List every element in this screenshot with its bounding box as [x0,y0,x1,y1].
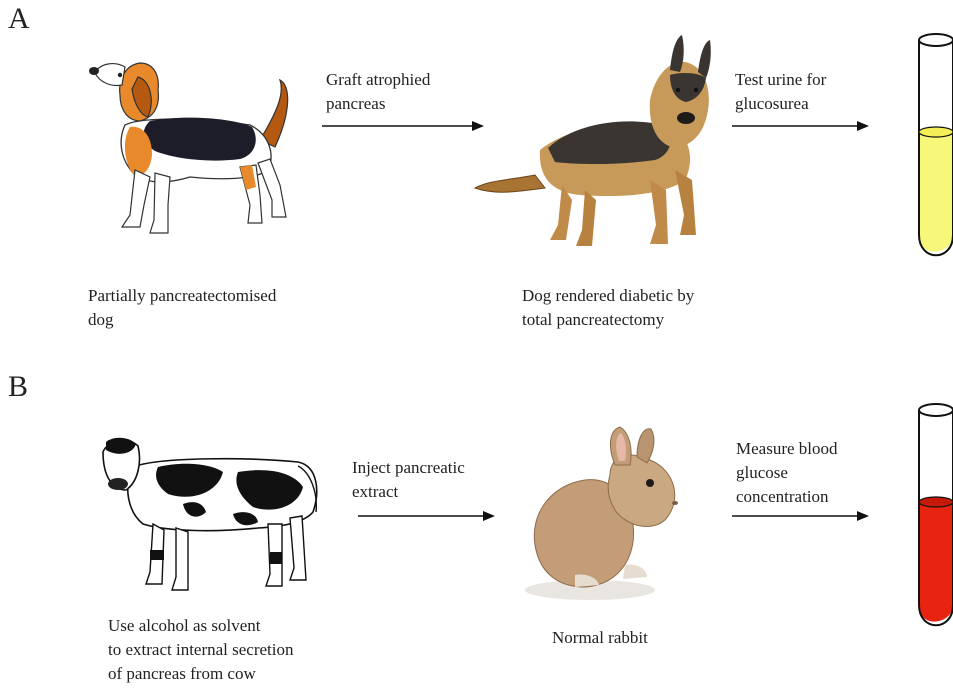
panel-b-step2-caption: Normal rabbit [552,626,752,650]
panel-a-step1-caption: Partially pancreatectomised dog [88,284,348,332]
panel-b-arrow2 [732,508,872,524]
beagle-illustration [80,55,310,250]
panel-a-arrow2 [732,118,872,134]
panel-b-step1-caption: Use alcohol as solvent to extract intern… [108,614,378,686]
panel-b-arrow1-label: Inject pancreatic extract [352,456,522,504]
german-shepherd-image [470,30,720,260]
panel-b-letter: B [8,370,28,404]
cow-illustration [98,432,328,597]
panel-b-arrow2-label: Measure blood glucose concentration [736,437,886,509]
rabbit-image [515,425,695,605]
panel-a-step2-caption: Dog rendered diabetic by total pancreate… [522,284,782,332]
panel-a-arrow2-label: Test urine for glucosurea [735,68,875,116]
panel-b-arrow1 [358,508,498,524]
test-tube-blood [912,400,953,632]
test-tube-urine [912,30,953,262]
panel-a-arrow1 [322,118,486,134]
panel-a-letter: A [8,2,30,36]
panel-a-arrow1-label: Graft atrophied pancreas [326,68,486,116]
